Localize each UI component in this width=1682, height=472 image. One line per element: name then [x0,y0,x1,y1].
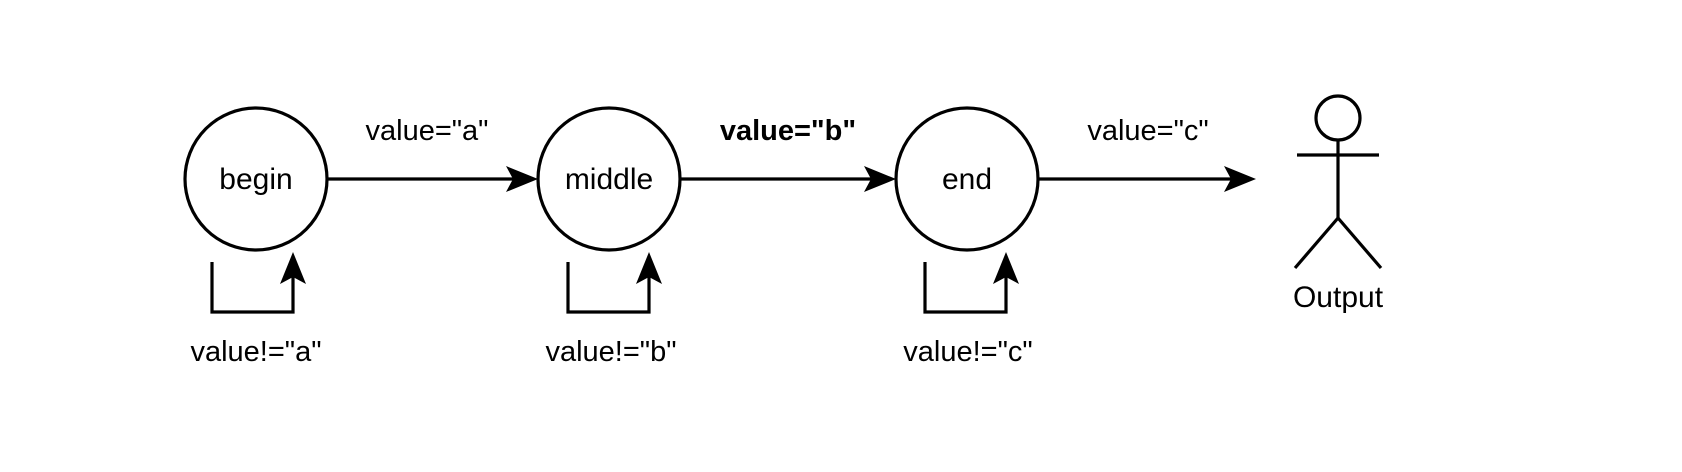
transition-label-b: value="b" [720,115,856,147]
arrow-head-self-loop-middle [636,252,662,284]
arrow-head-end-output [1224,166,1256,192]
self-loop-label-c: value!="c" [903,336,1032,368]
state-label-end: end [942,163,992,196]
transition-begin-to-middle: value="a" [327,115,538,192]
self-loop-path-begin [210,262,295,314]
state-label-begin: begin [219,163,292,196]
arrow-head-begin-middle [506,166,538,192]
state-label-middle: middle [565,163,653,196]
self-loop-label-b: value!="b" [545,336,676,368]
transition-label-c: value="c" [1087,115,1208,147]
state-node-end[interactable]: end [894,106,1040,252]
state-circle-begin[interactable] [183,106,329,252]
transition-end-to-output: value="c" [1038,115,1256,192]
self-loop-label-a: value!="a" [190,336,321,368]
transition-middle-to-end: value="b" [680,115,896,192]
state-circle-middle[interactable] [536,106,682,252]
arrow-head-self-loop-begin [280,252,306,284]
state-node-begin[interactable]: begin [183,106,329,252]
state-node-middle[interactable]: middle [536,106,682,252]
self-loop-middle: value!="b" [545,252,677,368]
actor-leg-right-icon [1336,216,1383,270]
actor-head-icon [1314,94,1362,142]
actor-output[interactable]: Output [1293,94,1384,314]
self-loop-end: value!="c" [903,252,1033,368]
self-loop-path-middle [566,262,651,314]
actor-label-output: Output [1293,281,1384,314]
self-loop-path-end [923,262,1008,314]
self-loop-begin: value!="a" [190,252,322,368]
arrow-head-self-loop-end [993,252,1019,284]
state-circle-end[interactable] [894,106,1040,252]
actor-leg-left-icon [1293,216,1340,270]
transition-label-a: value="a" [366,115,489,147]
arrow-head-middle-end [864,166,896,192]
